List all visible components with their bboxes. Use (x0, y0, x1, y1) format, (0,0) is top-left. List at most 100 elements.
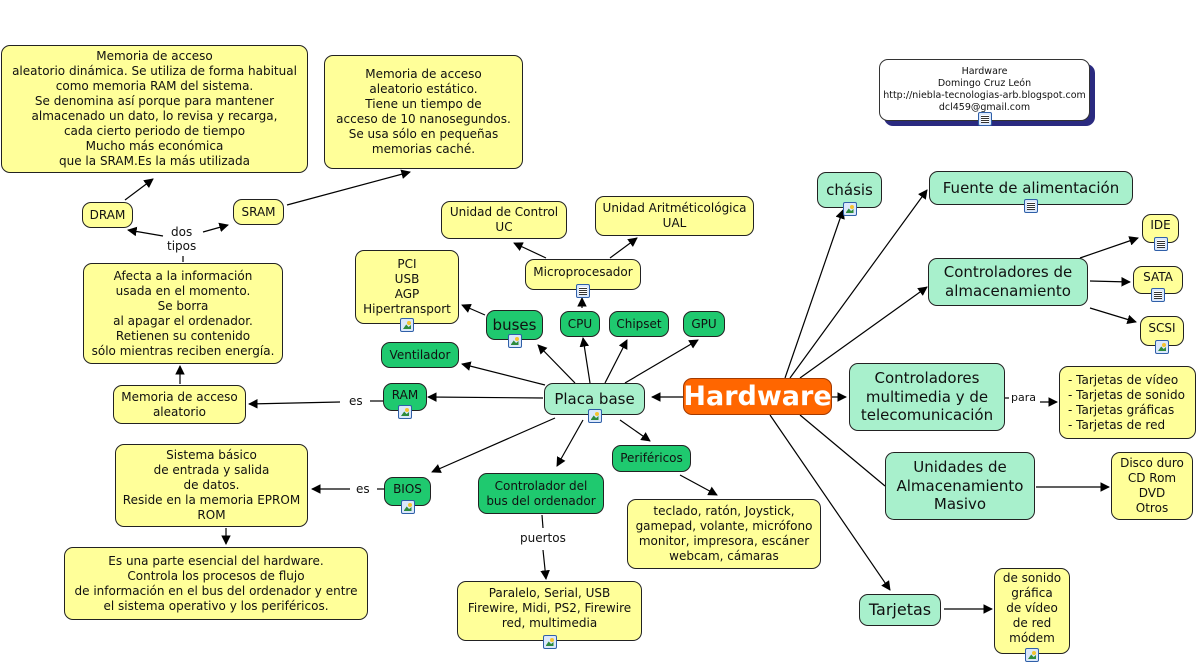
tarjetas-tipos-node[interactable]: de sonido gráfica de vídeo de red módem (994, 568, 1070, 662)
buses-label: buses (492, 315, 537, 334)
dram-label: DRAM (89, 207, 126, 222)
link-hardware-tarjetas (769, 414, 891, 591)
sram-node[interactable]: SRAM (233, 199, 284, 225)
microprocesador-label: Microprocesador (533, 265, 633, 279)
microprocesador-node[interactable]: Microprocesador (525, 259, 641, 298)
link-es-memacceso (248, 399, 341, 409)
ctrl-almacenamiento-node[interactable]: Controladores de almacenamiento (928, 258, 1088, 306)
image-icon[interactable] (400, 318, 414, 332)
afecta-node[interactable]: Afecta a la información usada en el mome… (83, 263, 283, 364)
document-icon[interactable] (1151, 288, 1165, 302)
document-icon[interactable] (977, 112, 992, 126)
ual-label: Unidad Aritméticológica UAL (602, 201, 747, 230)
es-ram-label: es (347, 394, 365, 409)
dos-tipos-label: dos tipos (165, 225, 199, 254)
unidades-node[interactable]: Unidades de Almacenamiento Masivo (885, 452, 1035, 520)
scsi-node[interactable]: SCSI (1140, 316, 1184, 354)
ual-node[interactable]: Unidad Aritméticológica UAL (595, 196, 754, 236)
bios-desc2-node[interactable]: Es una parte esencial del hardware. Cont… (64, 547, 368, 620)
dram-desc-node[interactable]: Memoria de acceso aleatorio dinámica. Se… (1, 45, 308, 173)
buses-lista-node[interactable]: PCI USB AGP Hipertransport (355, 250, 459, 332)
para-label: para (1009, 391, 1038, 405)
document-icon[interactable] (576, 284, 590, 298)
link-ctrlalm-ide (1079, 236, 1139, 259)
tarjetas-lista-label: - Tarjetas de vídeo - Tarjetas de sonido… (1068, 372, 1185, 432)
unidades-label: Unidades de Almacenamiento Masivo (896, 457, 1024, 514)
link-placa-controlador (556, 419, 584, 467)
tarjetas-lista-node[interactable]: - Tarjetas de vídeo - Tarjetas de sonido… (1059, 366, 1196, 439)
bios-node[interactable]: BIOS (384, 477, 431, 514)
sata-label: SATA (1143, 269, 1173, 284)
title-card: Hardware Domingo Cruz León http://niebla… (879, 59, 1090, 126)
es-bios-label: es (354, 482, 372, 497)
hardware-node[interactable]: Hardware (683, 378, 832, 415)
afecta-label: Afecta a la información usada en el mome… (91, 268, 275, 358)
image-icon[interactable] (398, 405, 412, 419)
link-hardware-fuente (789, 189, 928, 379)
link-ctrlalm-scsi (1089, 307, 1137, 325)
image-icon[interactable] (1155, 340, 1169, 354)
link-controlador-puertos (541, 514, 544, 529)
puertos-label: puertos (518, 531, 568, 546)
ide-node[interactable]: IDE (1142, 214, 1179, 251)
document-icon[interactable] (1024, 199, 1038, 213)
image-icon[interactable] (400, 500, 415, 514)
perifericos-lista-node[interactable]: teclado, ratón, Joystick, gamepad, volan… (627, 499, 821, 569)
ctrl-almacenamiento-label: Controladores de almacenamiento (943, 263, 1073, 300)
link-placa-buses (537, 344, 576, 384)
perifericos-label: Periféricos (620, 451, 683, 465)
chipset-node[interactable]: Chipset (609, 311, 669, 337)
link-dram-desc (124, 178, 154, 201)
bios-desc-node[interactable]: Sistema básico de entrada y salida de da… (115, 444, 308, 527)
link-placa-perifericos (619, 419, 651, 442)
image-icon[interactable] (842, 202, 857, 216)
tarjetas-label: Tarjetas (868, 600, 932, 619)
link-sram-desc (286, 169, 411, 206)
sata-node[interactable]: SATA (1133, 266, 1183, 302)
controlador-bus-node[interactable]: Controlador del bus del ordenador (478, 473, 604, 514)
image-icon[interactable] (542, 635, 557, 649)
tarjetas-tipos-label: de sonido gráfica de vídeo de red módem (1002, 570, 1062, 645)
controlador-bus-label: Controlador del bus del ordenador (486, 478, 596, 508)
tarjetas-node[interactable]: Tarjetas (859, 594, 941, 626)
link-puertos-lista (540, 549, 550, 580)
puertos-lista-label: Paralelo, Serial, USB Firewire, Midi, PS… (467, 585, 632, 630)
memoria-acceso-node[interactable]: Memoria de acceso aleatorio (113, 385, 246, 424)
buses-node[interactable]: buses (486, 310, 543, 348)
placa-base-label: Placa base (554, 389, 635, 408)
link-placa-bios (431, 417, 556, 473)
document-icon[interactable] (1153, 237, 1168, 251)
title-card-text: Hardware Domingo Cruz León http://niebla… (883, 66, 1086, 113)
unidades-lista-node[interactable]: Disco duro CD Rom DVD Otros (1111, 452, 1193, 520)
ram-node[interactable]: RAM (383, 383, 427, 419)
link-dostipos-dram (127, 226, 164, 237)
puertos-lista-node[interactable]: Paralelo, Serial, USB Firewire, Midi, PS… (457, 581, 642, 649)
dram-desc-label: Memoria de acceso aleatorio dinámica. Se… (12, 49, 297, 168)
perifericos-node[interactable]: Periféricos (612, 445, 691, 472)
gpu-node[interactable]: GPU (683, 311, 725, 337)
uc-label: Unidad de Control UC (449, 205, 559, 234)
ventilador-node[interactable]: Ventilador (381, 342, 459, 368)
hardware-label: Hardware (683, 380, 832, 412)
link-placa-cpu (579, 337, 591, 384)
buses-lista-label: PCI USB AGP Hipertransport (363, 257, 451, 316)
cpu-label: CPU (567, 316, 593, 331)
placa-base-node[interactable]: Placa base (544, 383, 645, 423)
link-placa-ram (427, 392, 544, 402)
fuente-node[interactable]: Fuente de alimentación (929, 171, 1133, 213)
sram-desc-label: Memoria de acceso aleatorio estático. Ti… (336, 67, 511, 156)
link-micro-ual (609, 237, 638, 259)
link-hardware-unidades (799, 414, 886, 487)
image-icon[interactable] (587, 409, 602, 423)
cpu-node[interactable]: CPU (560, 311, 600, 337)
link-ctrlalm-sata (1089, 276, 1131, 287)
image-icon[interactable] (1025, 648, 1039, 662)
image-icon[interactable] (507, 334, 522, 348)
chasis-node[interactable]: chásis (817, 172, 882, 216)
link-buses-lista (461, 304, 486, 316)
dram-node[interactable]: DRAM (82, 202, 133, 228)
uc-node[interactable]: Unidad de Control UC (441, 201, 567, 239)
sram-desc-node[interactable]: Memoria de acceso aleatorio estático. Ti… (324, 55, 523, 169)
ctrl-multimedia-node[interactable]: Controladores multimedia y de telecomuni… (849, 363, 1005, 431)
ram-label: RAM (391, 387, 419, 402)
